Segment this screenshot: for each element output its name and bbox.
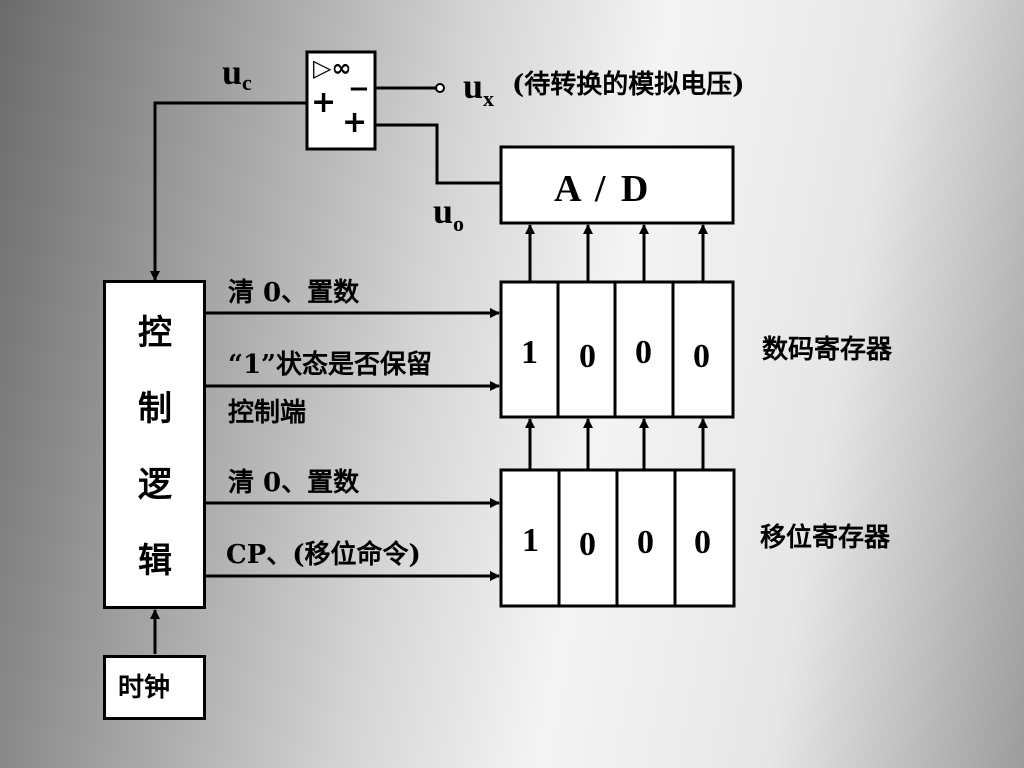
comparator-symbol: ▷∞ <box>313 54 352 82</box>
shift-register-label: 移位寄存器 <box>760 523 891 553</box>
uc-label: uc <box>222 52 252 95</box>
uo-wire <box>375 123 500 185</box>
control-logic-box <box>103 280 206 609</box>
data-register-bit: 1 <box>521 334 538 371</box>
data-register-bit: 0 <box>579 338 596 375</box>
control-logic-char: 控 <box>138 313 172 353</box>
clear-set-label-1: 清 0、置数 <box>228 278 360 308</box>
control-logic-char: 辑 <box>138 541 172 581</box>
shift-register-bit: 1 <box>522 522 539 559</box>
clear-set-label-2: 清 0、置数 <box>228 468 360 498</box>
clock-label: 时钟 <box>118 673 171 703</box>
data-register-box <box>499 280 735 419</box>
shift-register-bit: 0 <box>694 524 711 561</box>
ux-description: (待转换的模拟电压) <box>512 70 745 100</box>
plus-sign-right: + <box>342 105 368 140</box>
keep-state-label: “1”状态是否保留 <box>228 350 433 380</box>
clock-box <box>103 655 206 720</box>
data-register-bit: 0 <box>693 338 710 375</box>
uo-label: uo <box>433 191 465 236</box>
cp-shift-label: CP、(移位命令) <box>226 540 421 570</box>
control-logic-char: 制 <box>138 389 172 429</box>
comparator-box <box>305 50 377 151</box>
shift-register-bit: 0 <box>637 524 654 561</box>
uc-feedback-wire <box>150 101 307 281</box>
ux-label: ux <box>463 66 495 111</box>
minus-sign: − <box>348 74 370 104</box>
ad-label: A / D <box>554 168 649 210</box>
data-register-bit: 0 <box>635 334 652 371</box>
control-logic-char: 逻 <box>138 465 172 505</box>
plus-sign-left: + <box>311 85 337 120</box>
data-register-label: 数码寄存器 <box>762 335 893 365</box>
ux-terminal <box>435 83 445 93</box>
control-end-label: 控制端 <box>228 398 307 428</box>
ad-box <box>499 145 735 225</box>
shift-register-bit: 0 <box>579 526 596 563</box>
